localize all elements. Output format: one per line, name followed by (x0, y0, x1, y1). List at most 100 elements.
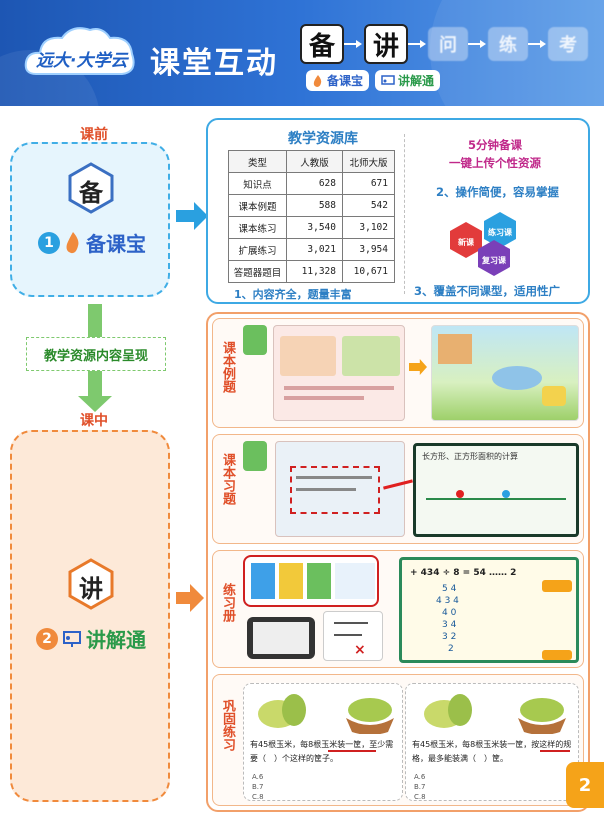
logo-text: 远大·大学云 (36, 51, 128, 71)
feature-easy: 2、操作简便，容易掌握 (436, 185, 560, 199)
division-row: 4 3 4 (436, 596, 459, 606)
table-cell: 542 (342, 194, 395, 217)
card-label-text: 巩固练习 (220, 699, 235, 751)
phase-before-label: 课前 (80, 127, 108, 143)
quiz-card-left: 有45根玉米，每8根玉米装一筐，至少需要（ ）个这样的筐子。 A.6 B.7 C… (243, 683, 403, 801)
board-icon (63, 630, 81, 647)
quiz-option[interactable]: A.6 (252, 773, 264, 781)
table-cell: 11,328 (286, 260, 343, 283)
card-label-text: 课本例题 (220, 341, 235, 393)
step-number: 2 (36, 627, 58, 650)
sub-brands: 备课宝 讲解通 (306, 70, 441, 91)
division-row: 3 4 (442, 620, 457, 630)
division-screen: + 434 ÷ 8 = 54 …… 2 5 4 4 3 4 4 0 3 4 3 … (399, 557, 579, 663)
quiz-question: 有45根玉米，每8根玉米装一筐，至少需要（ ）个这样的筐子。 (250, 740, 394, 763)
table-row: 课本练习 3,540 3,102 (228, 216, 395, 239)
quiz-card-right: 有45根玉米，每8根玉米装一筐，按这样的规格，最多能装满（ ）筐。 A.6 B.… (405, 683, 579, 801)
table-cell: 10,671 (342, 260, 395, 283)
table-cell: 扩展练习 (228, 238, 287, 261)
column-header: 北师大版 (342, 150, 395, 173)
division-row: 2 (448, 644, 454, 654)
card-textbook-exercise: 课本习题 长方形、正方形面积的计算 (212, 434, 584, 544)
column-header: 类型 (228, 150, 287, 173)
feature-quick-prep: 5分钟备课 一键上传个性资源 (440, 136, 550, 172)
step-number: 1 (38, 231, 60, 254)
card-consolidation: 巩固练习 有45根玉米，每8根玉米装一筐，至少需要（ ）个这样的筐子。 A.6 … (212, 674, 584, 806)
step-exam: 考 (548, 27, 588, 61)
arrow-right-icon (176, 584, 204, 612)
screen-button[interactable] (542, 580, 572, 592)
workbook-covers (243, 555, 379, 607)
phase-during-label: 课中 (80, 413, 108, 429)
flame-icon (66, 231, 79, 253)
textbook-spread (273, 325, 405, 421)
screen-button[interactable] (542, 650, 572, 660)
steps-bar: 备 讲 问 练 考 (300, 24, 588, 64)
stage-before-brand: 1 备课宝 (38, 228, 146, 257)
hex-new-lesson: 新课 (458, 237, 474, 247)
column-header: 人教版 (286, 150, 343, 173)
resource-panel: 教学资源库 类型 人教版 北师大版 知识点 628 671 课本例题 588 5… (206, 118, 590, 304)
table-cell: 3,102 (342, 216, 395, 239)
screen-question: 长方形、正方形面积的计算 (422, 452, 518, 461)
stage-before: 备 1 备课宝 (10, 142, 170, 297)
feature-coverage: 3、覆盖不同课型，适用性广 (414, 284, 561, 298)
stage-before-brand-label: 备课宝 (86, 232, 146, 256)
card-label: 课本习题 (219, 453, 235, 505)
hexagon-icon (68, 162, 114, 214)
table-cell: 答题器题目 (228, 260, 287, 283)
content-note: 教学资源内容呈现 (26, 337, 166, 371)
table-row: 扩展练习 3,021 3,954 (228, 238, 395, 261)
hexagon-icon (68, 558, 114, 610)
table-cell: 课本练习 (228, 216, 287, 239)
quiz-option[interactable]: B.7 (252, 783, 264, 791)
hexagon-cluster-icon (450, 212, 516, 276)
arrow-icon (408, 40, 428, 48)
step-lecture: 讲 (364, 24, 408, 64)
resource-caption: 1、内容齐全，题量丰富 (234, 288, 352, 301)
stage-during-brand-label: 讲解通 (86, 628, 146, 652)
table-cell: 知识点 (228, 172, 287, 195)
feature-line: 一键上传个性资源 (449, 156, 541, 170)
step-ask: 问 (428, 27, 468, 61)
table-cell: 671 (342, 172, 395, 195)
corn-basket-icon (258, 694, 394, 734)
phone-photo (247, 617, 315, 659)
card-label: 练习册 (219, 583, 235, 622)
arrow-icon (528, 40, 548, 48)
table-header-row: 类型 人教版 北师大版 (228, 150, 395, 173)
table-cell: 3,021 (286, 238, 343, 261)
stage-during-brand: 2 讲解通 (36, 624, 146, 653)
hex-review-lesson: 复习课 (482, 255, 506, 265)
flame-icon (313, 74, 322, 87)
table-row: 知识点 628 671 (228, 172, 395, 195)
division-row: 5 4 (442, 584, 457, 594)
exercise-screen: 长方形、正方形面积的计算 (413, 443, 579, 537)
brand-prepare-label: 备课宝 (327, 74, 364, 88)
page-number: 2 (566, 762, 604, 808)
table-row: 课本例题 588 542 (228, 194, 395, 217)
quiz-option[interactable]: A.6 (414, 773, 426, 781)
quiz-option[interactable]: B.7 (414, 783, 426, 791)
quiz-option[interactable]: C.8 (414, 793, 426, 801)
division-row: 3 2 (442, 632, 457, 642)
stage-during: 讲 2 讲解通 (10, 430, 170, 802)
book-cover-icon (243, 441, 267, 471)
hex-practice-lesson: 练习课 (488, 227, 512, 237)
card-label: 课本例题 (219, 341, 235, 393)
step-practice: 练 (488, 27, 528, 61)
highlight-underline (328, 750, 376, 752)
resource-title: 教学资源库 (288, 131, 358, 147)
divider (404, 134, 405, 294)
card-textbook-example: 课本例题 (212, 318, 584, 428)
table-row: 答题器题目 11,328 10,671 (228, 260, 395, 283)
arrow-icon (468, 40, 488, 48)
stage-during-char: 讲 (79, 574, 103, 603)
resource-table: 类型 人教版 北师大版 知识点 628 671 课本例题 588 542 课本练… (228, 150, 395, 283)
table-cell: 3,954 (342, 238, 395, 261)
quiz-option[interactable]: C.8 (252, 793, 264, 801)
step-prepare: 备 (300, 24, 344, 64)
brand-prepare: 备课宝 (306, 70, 370, 91)
board-icon (381, 74, 395, 85)
arrow-icon (344, 40, 364, 48)
